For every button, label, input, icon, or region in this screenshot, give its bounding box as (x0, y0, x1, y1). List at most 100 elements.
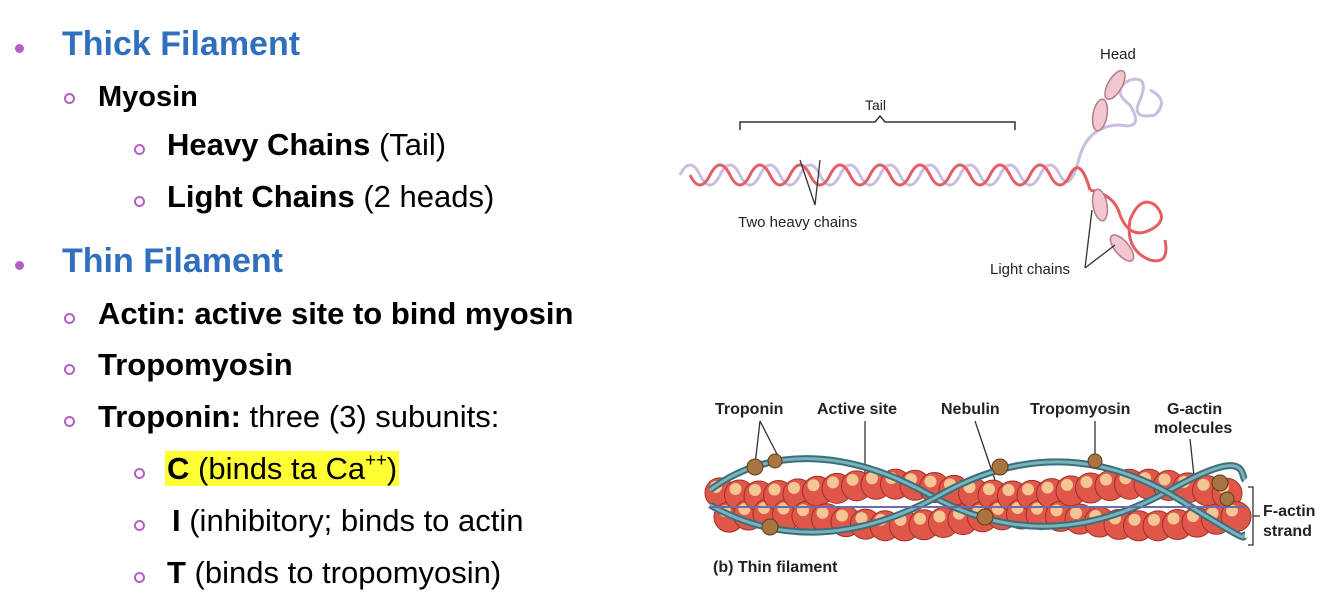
g-actin-highlight (983, 483, 995, 496)
light-chain-oval (1104, 69, 1126, 101)
f-actin-label-2: strand (1263, 523, 1312, 540)
g-actin-highlight (1061, 478, 1073, 491)
troponin-c-label: C (167, 451, 190, 486)
heavy-chain-lavender (678, 154, 1082, 187)
tropomyosin-strand (709, 457, 1247, 528)
heavy-chains-item: Heavy Chains (Tail) (167, 127, 446, 163)
tail-label: Tail (865, 97, 886, 113)
tail-brace (739, 114, 1016, 130)
troponin-i-item: I (inhibitory; binds to actin (172, 503, 524, 539)
troponin-complex (767, 453, 783, 469)
g-actin-highlight (846, 473, 859, 486)
troponin-c-note: (binds ta Ca (189, 451, 366, 486)
g-actin-highlight (836, 509, 848, 522)
troponin-complex (1211, 474, 1229, 492)
heavy-chains-leader (799, 159, 821, 206)
light-chains-label: Light Chains (167, 179, 355, 214)
troponin-item: Troponin: three (3) subunits: (98, 399, 499, 435)
g-actin-highlight (827, 476, 839, 489)
g-actin-highlight (933, 510, 946, 523)
g-actin-highlight (1070, 507, 1082, 520)
heavy-chains-label: Heavy Chains (167, 127, 371, 162)
circle-bullet-icon (134, 468, 145, 479)
troponin-complex (761, 518, 779, 536)
light-chain-oval (1109, 234, 1135, 262)
g-actin-highlight (777, 502, 790, 515)
troponin-complex (746, 458, 764, 476)
g-actin-highlight (1148, 513, 1160, 526)
myosin-molecule-figure: Tail Head Two heavy chains Light chains (678, 46, 1168, 278)
g-actin-highlight (866, 472, 878, 485)
actin-item: Actin: active site to bind myosin (98, 296, 574, 331)
troponin-complex (991, 458, 1009, 476)
light-chain-oval (1091, 98, 1109, 132)
circle-bullet-icon (134, 144, 145, 155)
head-label: Head (1100, 46, 1136, 63)
g-actin-label: G-actin (1167, 401, 1222, 418)
troponin-c-item: C (binds ta Ca++) (165, 449, 400, 487)
troponin-complexes (746, 453, 1235, 536)
f-actin-bracket (1248, 486, 1260, 546)
g-actin-highlight (855, 512, 868, 525)
troponin-note: three (3) subunits: (240, 399, 500, 434)
highlighted-text: C (binds ta Ca++) (165, 449, 400, 486)
g-actin-label-2: molecules (1154, 420, 1232, 437)
circle-bullet-icon (64, 313, 75, 324)
troponin-complex (976, 508, 994, 526)
troponin-i-label: I (172, 503, 181, 538)
troponin-t-note: (binds to tropomyosin) (185, 555, 502, 590)
g-actin-highlight (1197, 478, 1210, 491)
head-lower-coil (1089, 188, 1168, 263)
troponin-label: Troponin (715, 401, 783, 418)
g-actin-highlight (816, 506, 829, 519)
f-actin-label: F-actin (1263, 503, 1315, 520)
myosin-item: Myosin (98, 81, 198, 113)
g-actin-highlight (1100, 473, 1112, 486)
light-chains-label: Light chains (990, 261, 1070, 278)
circle-bullet-icon (134, 196, 145, 207)
troponin-complex (1219, 491, 1235, 507)
circle-bullet-icon (64, 93, 75, 104)
g-actin-highlight (768, 483, 781, 496)
g-actin-highlight (1167, 512, 1180, 525)
thin-filament-figure: Troponin Active site Nebulin Tropomyosin… (704, 401, 1315, 576)
g-actin-highlight (1128, 513, 1141, 526)
tropomyosin-label: Tropomyosin (1030, 401, 1130, 418)
light-chains-note: (2 heads) (354, 179, 495, 214)
troponin-t-label: T (167, 555, 186, 590)
troponin-label: Troponin: (98, 399, 241, 434)
g-actin-highlight (807, 479, 820, 492)
circle-bullet-icon (64, 416, 75, 427)
head-upper-coil (1078, 77, 1163, 156)
bullet-icon (15, 261, 24, 270)
bullet-icon (15, 44, 24, 53)
troponin-t-item: T (binds to tropomyosin) (167, 555, 501, 591)
heavy-chain-red (688, 163, 1092, 191)
light-chain-oval (1091, 188, 1109, 222)
light-chains-item: Light Chains (2 heads) (167, 179, 494, 215)
active-site-label: Active site (817, 401, 897, 418)
thin-filament-caption: (b) Thin filament (713, 559, 838, 576)
label-leaders (754, 420, 1196, 496)
g-actin-highlight (797, 504, 809, 517)
g-actin-highlight (1002, 483, 1015, 496)
g-actin-highlight (1022, 483, 1034, 496)
g-actin-highlight (729, 483, 742, 496)
g-actin-highlight (1041, 481, 1054, 494)
heavy-chains-note: (Tail) (370, 127, 447, 162)
troponin-i-note: (inhibitory; binds to actin (180, 503, 524, 538)
tropomyosin-item: Tropomyosin (98, 347, 293, 382)
nebulin-label: Nebulin (941, 401, 1000, 418)
thick-filament-heading: Thick Filament (62, 25, 301, 63)
troponin-complex (1087, 453, 1103, 469)
g-actin-highlight (749, 483, 761, 496)
g-actin-highlight (1031, 502, 1043, 515)
g-actin-highlight (924, 475, 937, 488)
circle-bullet-icon (134, 572, 145, 583)
g-actin-highlight (1158, 473, 1171, 486)
troponin-c-close: ) (386, 451, 398, 486)
tropomyosin-strand (709, 460, 1246, 539)
g-actin-highlight (1080, 476, 1093, 489)
two-heavy-chains-label: Two heavy chains (738, 214, 857, 231)
g-actin-highlight (914, 512, 926, 525)
